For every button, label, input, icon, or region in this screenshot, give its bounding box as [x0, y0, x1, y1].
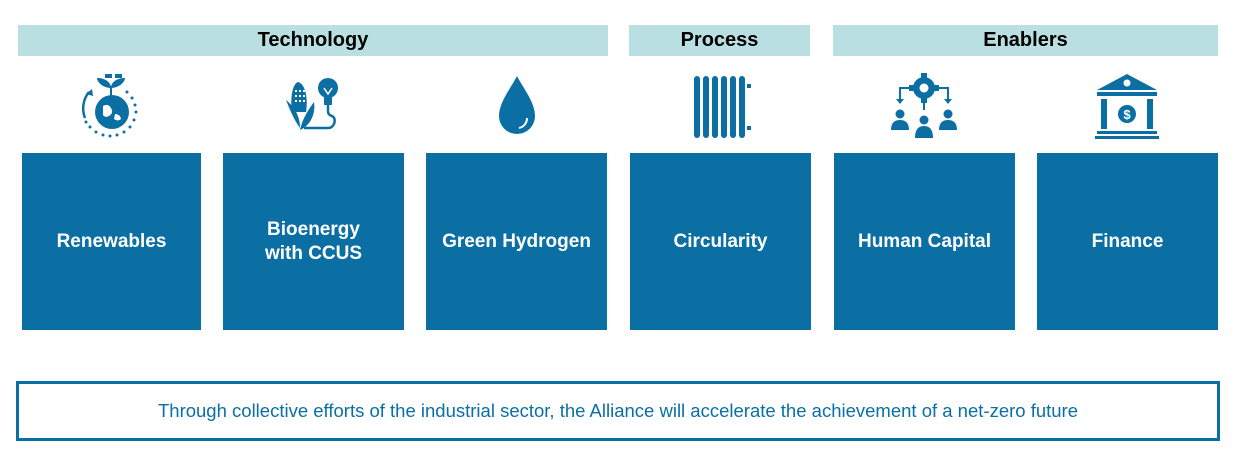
- globe-plant-icon: [71, 66, 151, 146]
- water-drop-icon: [477, 66, 557, 146]
- pillar-finance: Finance: [1037, 153, 1218, 330]
- gear-people-icon: [884, 66, 964, 146]
- radiator-icon: [680, 66, 760, 146]
- pillar-circularity: Circularity: [630, 153, 811, 330]
- pillar-bioenergy-ccus: Bioenergy with CCUS: [223, 153, 404, 330]
- corn-lightbulb-icon: [274, 66, 354, 146]
- bank-dollar-icon: $: [1087, 66, 1167, 146]
- header-technology: Technology: [18, 25, 608, 56]
- header-process: Process: [629, 25, 810, 56]
- mission-banner: Through collective efforts of the indust…: [16, 381, 1220, 441]
- pillar-green-hydrogen: Green Hydrogen: [426, 153, 607, 330]
- mission-text: Through collective efforts of the indust…: [157, 400, 1078, 421]
- svg-text:$: $: [1123, 107, 1131, 122]
- pillar-human-capital: Human Capital: [834, 153, 1015, 330]
- pillar-renewables: Renewables: [22, 153, 201, 330]
- header-enablers: Enablers: [833, 25, 1218, 56]
